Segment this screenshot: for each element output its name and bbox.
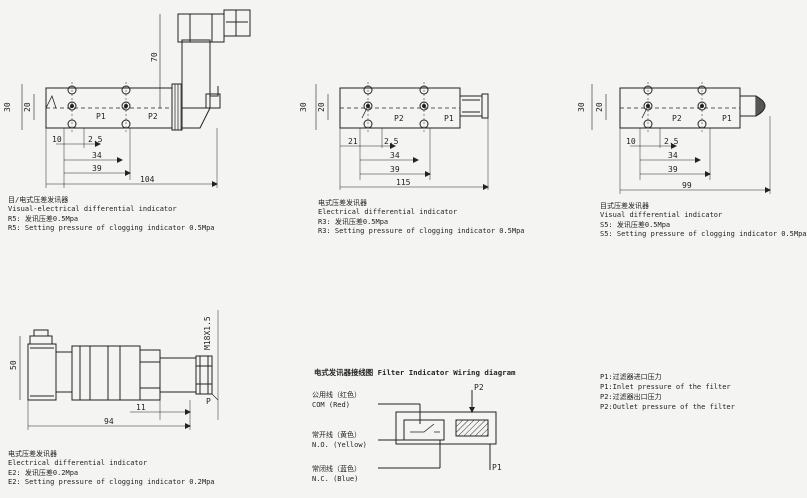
d1-dim-2-5: 2.5 xyxy=(88,135,103,144)
d2-port-p1: P1 xyxy=(444,114,454,123)
caption-line: 电式压差发讯器 xyxy=(318,199,367,207)
d4-thread-m18: M18X1.5 xyxy=(203,316,212,350)
d3-dim-10: 10 xyxy=(626,137,636,146)
caption-line: S5: 发讯压差0.5Mpa xyxy=(600,220,671,229)
drawing-sheet: 30 20 70 P1 P2 10 2.5 34 39 104 30 xyxy=(3,9,771,472)
d1-dim-70: 70 xyxy=(150,52,159,62)
d3-dim-34: 34 xyxy=(668,151,678,160)
d4-dim-11: 11 xyxy=(136,403,146,412)
caption-electrical-e2: 电式压差发讯器 Electrical differential indicato… xyxy=(8,450,215,488)
caption-line: R5: 发讯压差0.5Mpa xyxy=(8,214,79,223)
caption-line: 目式压差发讯器 xyxy=(600,202,649,210)
wiring-no-en: N.O. (Yellow) xyxy=(312,441,367,449)
d4-port-p: P xyxy=(206,397,211,406)
d3-dim-2-5: 2.5 xyxy=(664,137,679,146)
caption-line: Visual-electrical differential indicator xyxy=(8,205,177,214)
wiring-diagram xyxy=(378,390,497,470)
drawing4-labels: 50 M18X1.5 P 11 94 xyxy=(9,316,212,426)
legend-line: P2:过滤器出口压力 xyxy=(600,393,662,401)
wiring-p2-label: P2 xyxy=(474,383,484,392)
caption-line: Electrical differential indicator xyxy=(318,208,458,217)
d3-dim-39: 39 xyxy=(668,165,678,174)
caption-visual: 目式压差发讯器 Visual differential indicator S5… xyxy=(600,202,807,240)
legend-line: P1:Inlet pressure of the filter xyxy=(600,383,731,391)
caption-line: R5: Setting pressure of clogging indicat… xyxy=(8,224,215,233)
d1-dim-34: 34 xyxy=(92,151,102,160)
caption-line: S5: Setting pressure of clogging indicat… xyxy=(600,230,807,239)
wiring-com-en: COM (Red) xyxy=(312,401,350,409)
d1-dim-104: 104 xyxy=(140,175,155,184)
d2-dim-21: 21 xyxy=(348,137,358,146)
d1-dim-20: 20 xyxy=(23,102,32,112)
d1-port-p1: P1 xyxy=(96,112,106,121)
caption-line: 目/电式压差发讯器 xyxy=(8,196,69,204)
caption-line: E2: 发讯压差0.2Mpa xyxy=(8,468,79,477)
wiring-com-cn: 公用线（红色） xyxy=(312,391,361,399)
d2-dim-2-5: 2.5 xyxy=(384,137,399,146)
caption-line: Electrical differential indicator xyxy=(8,459,148,468)
d4-dim-50: 50 xyxy=(9,360,18,370)
d3-dim-30: 30 xyxy=(577,102,586,112)
legend-line: P2:Outlet pressure of the filter xyxy=(600,403,735,411)
wiring-nc-label: 常闭线（蓝色） N.C. (Blue) xyxy=(312,464,361,484)
d3-dim-20: 20 xyxy=(595,102,604,112)
wiring-p1-label: P1 xyxy=(492,463,502,472)
d3-port-p1: P1 xyxy=(722,114,732,123)
d2-port-p2: P2 xyxy=(394,114,404,123)
legend-line: P1:过滤器进口压力 xyxy=(600,373,662,381)
drawing1-labels: 30 20 70 P1 P2 10 2.5 34 39 104 xyxy=(3,52,159,184)
caption-line: 电式压差发讯器 xyxy=(8,450,57,458)
caption-line: E2: Setting pressure of clogging indicat… xyxy=(8,478,215,487)
wiring-title: 电式发讯器接线图 Filter Indicator Wiring diagram xyxy=(314,368,516,377)
caption-line: R3: Setting pressure of clogging indicat… xyxy=(318,227,525,236)
drawing2-labels: 30 20 P2 P1 21 2.5 34 39 115 xyxy=(299,102,454,187)
caption-line: R3: 发讯压差0.5Mpa xyxy=(318,217,389,226)
wiring-port-labels: P2 P1 xyxy=(474,383,502,472)
wiring-no-label: 常开线（黄色） N.O. (Yellow) xyxy=(312,430,367,450)
indicator-drawing-electrical xyxy=(315,82,489,190)
wiring-no-cn: 常开线（黄色） xyxy=(312,431,361,439)
drawing3-labels: 30 20 P2 P1 10 2.5 34 39 99 xyxy=(577,102,732,190)
wiring-nc-en: N.C. (Blue) xyxy=(312,475,359,483)
d1-dim-30: 30 xyxy=(3,102,12,112)
indicator-drawing-electrical-e2 xyxy=(19,310,219,430)
d3-dim-99: 99 xyxy=(682,181,692,190)
pressure-legend: P1:过滤器进口压力 P1:Inlet pressure of the filt… xyxy=(600,372,735,412)
wiring-com-label: 公用线（红色） COM (Red) xyxy=(312,390,361,410)
d3-port-p2: P2 xyxy=(672,114,682,123)
wiring-nc-cn: 常闭线（蓝色） xyxy=(312,465,361,473)
d1-dim-10: 10 xyxy=(52,135,62,144)
d1-port-p2: P2 xyxy=(148,112,158,121)
d2-dim-34: 34 xyxy=(390,151,400,160)
d2-dim-20: 20 xyxy=(317,102,326,112)
d2-dim-30: 30 xyxy=(299,102,308,112)
caption-visual-electrical: 目/电式压差发讯器 Visual-electrical differential… xyxy=(8,196,215,234)
d2-dim-39: 39 xyxy=(390,165,400,174)
d2-dim-115: 115 xyxy=(396,178,411,187)
indicator-drawing-visual xyxy=(591,82,771,194)
d1-dim-39: 39 xyxy=(92,164,102,173)
caption-line: Visual differential indicator xyxy=(600,211,723,220)
d4-dim-94: 94 xyxy=(104,417,114,426)
caption-electrical: 电式压差发讯器 Electrical differential indicato… xyxy=(318,199,525,237)
indicator-drawing-visual-electrical xyxy=(21,9,251,188)
